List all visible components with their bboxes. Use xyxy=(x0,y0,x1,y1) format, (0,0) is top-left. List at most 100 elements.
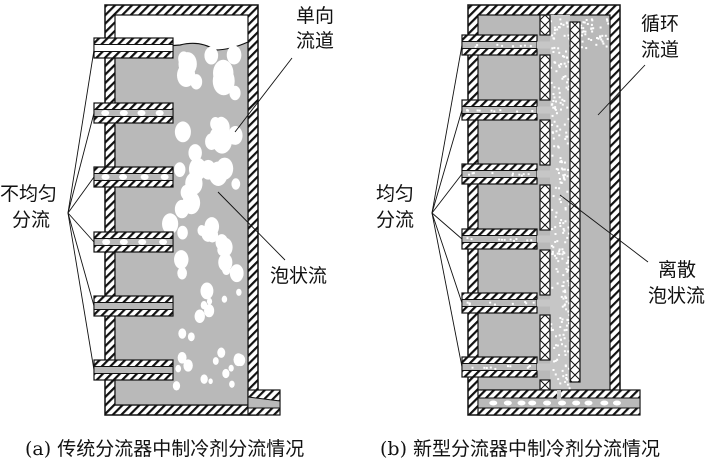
label-discrete-1: 离散 xyxy=(658,259,697,281)
bubble-dot xyxy=(562,375,565,378)
bubble-dot xyxy=(563,337,566,340)
bubble-dot xyxy=(566,236,569,239)
bubble xyxy=(101,174,110,180)
bubble-dot xyxy=(563,178,566,181)
bubble-dot xyxy=(491,172,494,175)
bubble-dot xyxy=(566,81,569,84)
bubble-dot xyxy=(563,62,566,65)
bubble-dot xyxy=(558,91,561,94)
bubble-dot xyxy=(553,360,556,363)
label-uneven-2: 分流 xyxy=(12,209,51,231)
bubble-dot xyxy=(527,365,530,368)
outlet-bore xyxy=(247,396,281,409)
bubble-dot xyxy=(564,380,567,383)
bubble-dot xyxy=(552,246,555,249)
bubble-dot xyxy=(563,173,566,176)
bubble-dot xyxy=(553,46,556,49)
bubble-dot xyxy=(554,240,557,243)
bubble xyxy=(226,45,242,65)
bubble-dot xyxy=(564,50,567,53)
bubble xyxy=(119,174,128,180)
bubble-dot xyxy=(468,303,471,306)
bubble-dot xyxy=(468,302,471,305)
bubble-dot xyxy=(556,240,559,243)
bubble-dot xyxy=(605,18,608,21)
bubble-dot xyxy=(566,270,569,273)
leader-line xyxy=(234,57,293,133)
bubble-dot xyxy=(564,291,567,294)
bubble xyxy=(217,347,226,358)
bubble-dot xyxy=(554,359,557,362)
bubble-dot xyxy=(565,296,568,299)
bubble-dot xyxy=(606,19,609,22)
bubble-dot xyxy=(567,367,570,370)
bubble-dot xyxy=(564,241,567,244)
bubble xyxy=(217,244,226,256)
label-circulation-channel-2: 流道 xyxy=(641,39,680,61)
bubble-dot xyxy=(559,317,562,320)
bubble-dot xyxy=(591,19,594,22)
bubble-dot xyxy=(581,31,584,34)
bubble-dot xyxy=(562,174,565,177)
bubble-dot xyxy=(564,137,567,140)
bubble xyxy=(584,400,593,406)
bubble xyxy=(209,127,224,146)
label-even-1: 均匀 xyxy=(376,183,415,205)
bubble-dot xyxy=(553,37,556,40)
label-circulation-channel-1: 循环 xyxy=(641,13,680,35)
bubble-dot xyxy=(555,257,558,260)
bubble-dot xyxy=(564,289,567,292)
bubble-dot xyxy=(565,377,568,380)
bubble-dot xyxy=(553,120,556,123)
bubble xyxy=(188,144,202,162)
bubble xyxy=(543,400,552,406)
bubble-dot xyxy=(562,274,565,277)
bubble-dot xyxy=(582,27,585,30)
bubble-dot xyxy=(564,220,567,223)
bubble-dot xyxy=(506,365,509,368)
bubble-dot xyxy=(563,99,566,102)
leader-line xyxy=(67,112,95,214)
bubble-dot xyxy=(555,70,558,73)
bubble-dot xyxy=(590,38,593,41)
bubble-dot xyxy=(565,324,568,327)
bubble-dot xyxy=(466,237,469,240)
bubble-dot xyxy=(566,142,569,145)
bubble-dot xyxy=(565,21,568,24)
bubble-dot xyxy=(586,22,589,25)
bubble-dot xyxy=(558,51,561,54)
leader-line xyxy=(559,194,649,263)
bubble-dot xyxy=(564,295,567,298)
bubble-dot xyxy=(561,285,564,288)
bubble-dot xyxy=(561,55,564,58)
liquid-level xyxy=(114,41,249,406)
bubble xyxy=(119,239,128,245)
bubble-dot xyxy=(580,34,583,37)
bubble-dot xyxy=(564,364,567,367)
caption-a: (a) 传统分流器中制冷剂分流情况 xyxy=(25,438,305,460)
bubble xyxy=(236,288,242,296)
baffle-segment xyxy=(539,249,551,296)
bubble-dot xyxy=(561,257,564,260)
bubble xyxy=(600,400,609,406)
bubble-dot xyxy=(559,382,562,385)
bubble-dot xyxy=(522,173,525,176)
bubble-dot xyxy=(557,260,560,263)
bubble-dot xyxy=(566,25,569,28)
bubble xyxy=(174,121,191,143)
bubble-dot xyxy=(567,34,570,37)
bubble xyxy=(200,300,208,310)
bubble-dot xyxy=(567,85,570,88)
bubble xyxy=(212,357,219,365)
bubble-dot xyxy=(527,173,530,176)
bubble xyxy=(612,400,621,406)
bottom-gap xyxy=(557,390,561,400)
bubble-dot xyxy=(551,208,554,211)
bubble-dot xyxy=(466,109,469,112)
bubble-dot xyxy=(526,239,529,242)
bubble-dot xyxy=(556,344,559,347)
bubble-dot xyxy=(558,354,561,357)
bubble xyxy=(221,295,228,303)
bubble xyxy=(174,199,190,219)
bubble-dot xyxy=(583,21,586,24)
